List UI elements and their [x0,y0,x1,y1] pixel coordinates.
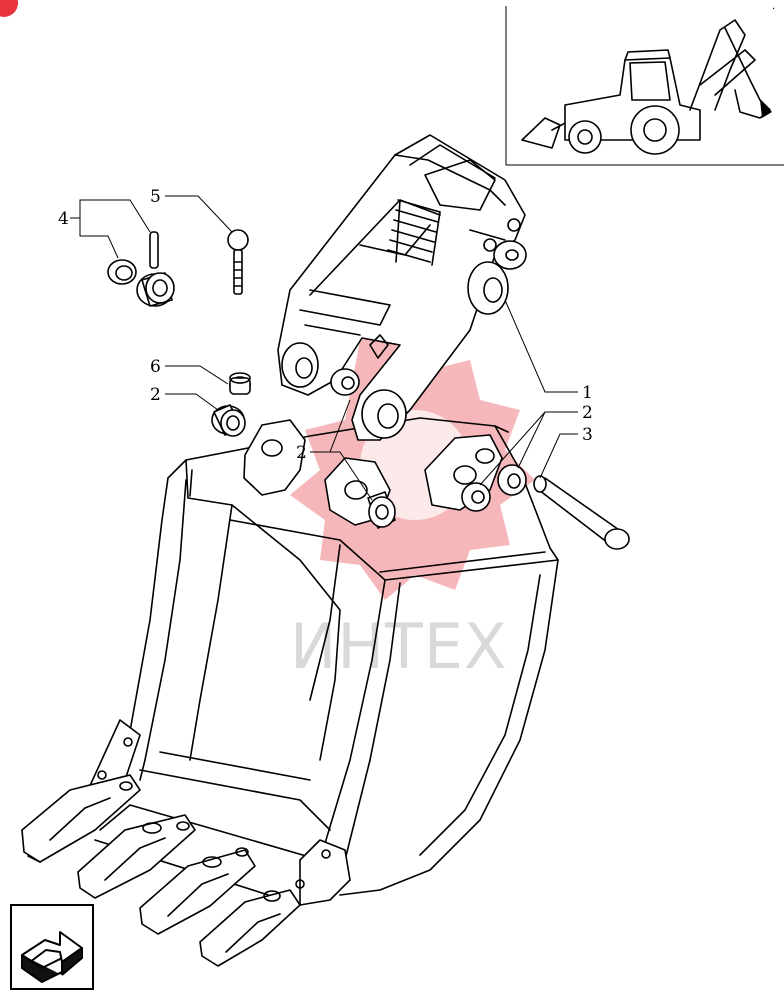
callout-2-center: 2 [296,443,307,463]
leader-lines [70,195,578,501]
collar-bushing [136,272,175,307]
bucket-link-plates [243,419,503,526]
navigation-arrow-icon[interactable] [10,904,94,990]
bucket [87,417,559,906]
bushing-left [211,404,246,437]
callout-2-left: 2 [150,385,161,405]
bucket-tooth-4 [199,889,301,967]
bushing-right-lower [461,482,491,512]
grease-plug [229,372,251,395]
retaining-ring [107,259,137,285]
callout-5: 5 [150,187,161,207]
callout-1: 1 [582,383,593,403]
bushing-right-upper [497,464,527,496]
bushing-upper [330,368,360,396]
quick-coupler [277,134,527,441]
backhoe-loader-thumbnail: · [505,4,784,166]
bucket-tooth-3 [139,847,256,935]
bolt [227,229,249,295]
red-corner-badge-icon [0,0,18,17]
pivot-pin [533,475,630,550]
roll-pin [149,231,159,269]
callout-6: 6 [150,357,161,377]
callout-2-right: 2 [582,403,593,423]
bucket-tooth-2 [77,814,196,899]
callout-4: 4 [58,209,69,229]
svg-text:·: · [772,4,775,15]
bushing-center [367,491,396,529]
bucket-tooth-1 [21,774,141,863]
callout-3: 3 [582,425,593,445]
watermark-text: ИНТЕХ [290,610,508,683]
